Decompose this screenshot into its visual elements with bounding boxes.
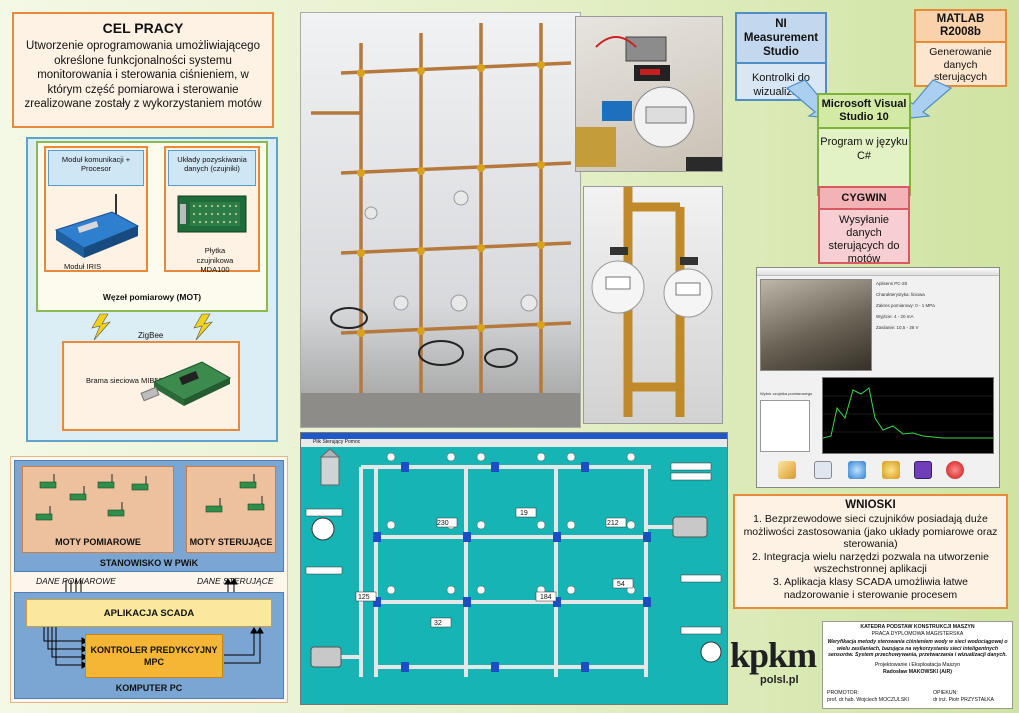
visual-studio-title: Microsoft Visual Studio 10 xyxy=(819,95,909,129)
sensor-info-5: Zasilanie: 10,5 - 36 V xyxy=(876,325,919,330)
goal-title: CEL PRACY xyxy=(102,20,184,36)
mib520-caption: Brama sieciowa MIB520 xyxy=(86,376,167,385)
ni-title: NI Measurement Studio xyxy=(737,14,825,64)
scada-value-2: 19 xyxy=(520,510,528,517)
matlab-body: Generowanie danych sterujących xyxy=(929,46,992,83)
measurement-motes-block xyxy=(22,466,174,553)
mot-node-label: Węzeł pomiarowy (MOT) xyxy=(102,292,202,302)
mda100-caption: Płytka czujnikowa MDA100 xyxy=(196,246,234,274)
station-label: STANOWISKO W PWiK xyxy=(99,558,199,568)
mpc-controller-block: KONTROLER PREDYKCYJNY MPC xyxy=(85,634,223,678)
control-motes-block xyxy=(186,466,276,553)
sensor-photo xyxy=(760,279,872,371)
cygwin-body: Wysyłanie danych sterujących do motów xyxy=(828,214,900,265)
matlab-box: MATLAB R2008b Generowanie danych sterują… xyxy=(914,9,1007,87)
conclusions-box: WNIOSKI 1. Bezprzewodowe sieci czujników… xyxy=(733,494,1008,609)
conclusion-item-1: 1. Bezprzewodowe sieci czujników posiada… xyxy=(743,513,998,551)
supervisor-block: OPIEKUN: dr inż. Piotr PRZYSTAŁKA xyxy=(933,690,994,703)
mib520-gateway-image xyxy=(140,361,232,406)
measurement-motes-label: MOTY POMIAROWE xyxy=(55,537,141,547)
control-mote-icons xyxy=(205,474,265,513)
measurement-data-label: DANE POMIAROWE xyxy=(36,576,116,586)
promoter-block: PROMOTOR: prof. dr hab. Wojciech MOCZULS… xyxy=(827,690,909,703)
visual-studio-box: Microsoft Visual Studio 10 Program w jęz… xyxy=(817,93,911,196)
scada-value-1: 230 xyxy=(437,520,449,527)
app-toolbar xyxy=(758,458,998,484)
pc-label: KOMPUTER PC xyxy=(115,683,183,693)
cursor-icon[interactable] xyxy=(814,461,832,479)
scada-canvas xyxy=(301,447,727,704)
sensor-list-label: Wybór czujnika pomiarowego xyxy=(760,391,813,396)
kpkm-logo-text: kpkm xyxy=(730,635,817,675)
goal-text: Utworzenie oprogramowania umożliwiająceg… xyxy=(24,40,262,110)
scada-value-5: 184 xyxy=(540,594,552,601)
kpkm-logo: kpkm polsl.pl xyxy=(730,628,817,690)
sensor-list[interactable] xyxy=(760,400,810,452)
mda100-board-image xyxy=(177,195,247,233)
pipe-network-photo xyxy=(300,12,581,428)
ni-measurement-studio-box: NI Measurement Studio Kontrolki do wizua… xyxy=(735,12,827,101)
water-meters-photo xyxy=(583,186,723,424)
hand-icon[interactable] xyxy=(882,461,900,479)
zoom-icon[interactable] xyxy=(848,461,866,479)
promoter-name: prof. dr hab. Wojciech MOCZULSKI xyxy=(827,696,910,703)
thesis-footer: KATEDRA PODSTAW KONSTRUKCJI MASZYN PRACA… xyxy=(822,621,1013,709)
zigbee-link-icons xyxy=(91,313,213,341)
iris-module-caption: Moduł IRIS xyxy=(64,262,102,271)
department-name: KATEDRA PODSTAW KONSTRUKCJI MASZYN xyxy=(860,624,975,630)
thesis-type: PRACA DYPLOMOWA MAGISTERSKA xyxy=(871,630,964,637)
communication-module-title: Moduł komunikacji + Procesor xyxy=(48,150,144,186)
scada-value-4: 125 xyxy=(358,594,370,601)
pencil-icon[interactable] xyxy=(778,461,796,479)
scada-value-7: 32 xyxy=(434,620,442,627)
zigbee-label: ZigBee xyxy=(138,331,164,340)
sensor-board-title: Układy pozyskiwania danych (czujniki) xyxy=(168,150,256,186)
thesis-description: Weryfikacja metody sterowania ciśnieniem… xyxy=(827,639,1008,659)
conclusion-item-2: 2. Integracja wielu narzędzi pozwala na … xyxy=(752,550,989,576)
scada-titlebar xyxy=(301,433,727,439)
cygwin-box: CYGWIN Wysyłanie danych sterujących do m… xyxy=(818,186,910,265)
supervisor-label: OPIEKUN: xyxy=(933,690,958,696)
sensor-info-1: Aplisens PC-28 xyxy=(876,281,908,286)
study-field: Projektowanie i Eksploatacja Maszyn xyxy=(874,661,961,668)
arrow-icon xyxy=(906,79,953,119)
scada-menu-bar: Plik Sterujący Pomoc xyxy=(301,439,727,447)
conclusion-item-3: 3. Aplikacja klasy SCADA umożliwia łatwe… xyxy=(773,575,968,601)
control-motes-label: MOTY STERUJĄCE xyxy=(189,537,273,547)
matlab-title: MATLAB R2008b xyxy=(916,11,1005,43)
scada-mpc-arrows xyxy=(43,627,264,669)
sensor-info-2: Charakterystyka: liniowa xyxy=(876,292,925,297)
lightning-icon xyxy=(193,313,213,341)
supervisor-name: dr inż. Piotr PRZYSTAŁKA xyxy=(933,696,995,703)
iris-module-image xyxy=(54,194,140,258)
sensor-info-4: Wyjście: 4 - 20 mA xyxy=(876,314,914,319)
scada-value-3: 212 xyxy=(607,520,619,527)
visual-studio-body: Program w języku C# xyxy=(820,136,908,162)
polsl-logo-text: polsl.pl xyxy=(760,674,799,686)
close-icon[interactable] xyxy=(946,461,964,479)
app-titlebar xyxy=(757,268,999,276)
author-name: Radosław MAKOWSKI (AiR) xyxy=(883,668,952,675)
scada-value-6: 54 xyxy=(617,581,625,588)
control-data-label: DANE STERUJĄCE xyxy=(197,576,274,586)
mote-sensor-photo xyxy=(575,16,723,172)
conclusions-title: WNIOSKI xyxy=(845,499,896,511)
goal-box: CEL PRACY Utworzenie oprogramowania umoż… xyxy=(12,12,274,128)
save-icon[interactable] xyxy=(914,461,932,479)
cygwin-title: CYGWIN xyxy=(820,188,908,210)
sensor-info-3: Zakres pomiarowy: 0 - 1 MPa xyxy=(876,303,935,308)
lightning-icon xyxy=(91,313,111,341)
mote-icons xyxy=(35,474,149,521)
scada-app-block: APLIKACJA SCADA xyxy=(26,599,272,627)
pressure-chart xyxy=(822,377,994,454)
promoter-label: PROMOTOR: xyxy=(827,690,859,696)
